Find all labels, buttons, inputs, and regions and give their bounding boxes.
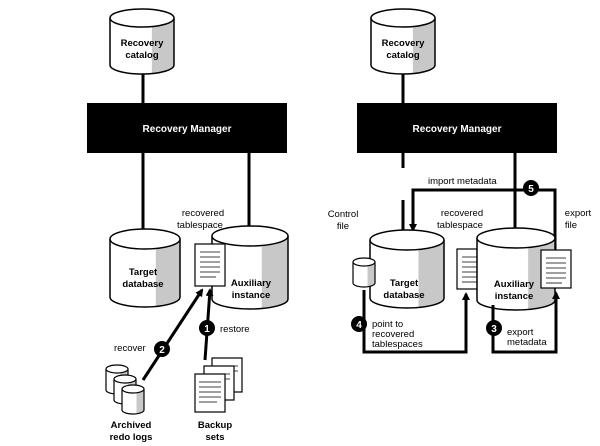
recovered-tablespace-label-2: tablespace bbox=[177, 220, 223, 231]
r-recovery-manager-label: Recovery Manager bbox=[413, 124, 502, 135]
point-to-label-1: point to bbox=[372, 319, 403, 330]
target-database-label-2: database bbox=[122, 279, 163, 290]
step-5-badge bbox=[523, 180, 539, 196]
target-database-cylinder: Target database bbox=[109, 228, 181, 308]
auxiliary-instance-label-2: instance bbox=[232, 290, 271, 301]
recovery-manager-box: Recovery Manager bbox=[87, 103, 287, 153]
point-to-label-3: tablespaces bbox=[372, 339, 423, 350]
step-3-number: 3 bbox=[491, 324, 497, 335]
backup-sets-icon bbox=[194, 357, 243, 413]
recovered-tablespace-label-1: recovered bbox=[182, 208, 224, 219]
left-diagram: Recovery catalog Recovery Manager Target… bbox=[87, 8, 289, 443]
r-target-database-label-2: database bbox=[383, 290, 424, 301]
point-to-label-2: recovered bbox=[372, 329, 414, 340]
target-database-label-1: Target bbox=[129, 267, 158, 278]
backup-sets-label-2: sets bbox=[205, 432, 224, 443]
export-metadata-label-2: metadata bbox=[507, 337, 547, 348]
archived-redo-logs-label-1: Archived bbox=[111, 420, 152, 431]
r-recovery-manager-box: Recovery Manager bbox=[357, 103, 557, 153]
step-4-number: 4 bbox=[356, 320, 362, 331]
import-metadata-arrow bbox=[409, 188, 557, 250]
recovered-tablespace-doc-icon bbox=[194, 243, 226, 287]
right-diagram: Recovery catalog Recovery Manager 5 impo… bbox=[328, 8, 592, 354]
auxiliary-instance-cylinder: Auxiliary instance bbox=[211, 225, 289, 310]
r-auxiliary-instance-label-2: instance bbox=[495, 291, 534, 302]
step-1-badge bbox=[199, 320, 215, 336]
step-3-badge bbox=[486, 320, 502, 336]
r-target-database-label-1: Target bbox=[390, 278, 419, 289]
recover-arrow bbox=[141, 288, 204, 381]
r-auxiliary-instance-cylinder: Auxiliary instance bbox=[476, 227, 556, 311]
restore-label: restore bbox=[220, 324, 250, 335]
import-metadata-label: import metadata bbox=[428, 176, 497, 187]
step-5-number: 5 bbox=[528, 184, 534, 195]
export-file-doc-icon bbox=[540, 249, 572, 289]
recovery-catalog-label-2: catalog bbox=[125, 50, 158, 61]
r-target-database-cylinder: Target database bbox=[369, 229, 445, 309]
archived-redo-logs-icon bbox=[105, 364, 145, 415]
r-recovery-catalog-label-2: catalog bbox=[386, 50, 419, 61]
control-file-label-1: Control bbox=[328, 209, 359, 220]
control-file-label-2: file bbox=[337, 221, 349, 232]
export-metadata-label-1: export bbox=[507, 327, 534, 338]
recovery-catalog-label-1: Recovery bbox=[121, 38, 164, 49]
archived-redo-logs-label-2: redo logs bbox=[110, 432, 153, 443]
r-auxiliary-instance-label-1: Auxiliary bbox=[494, 279, 535, 290]
step-4-badge bbox=[351, 316, 367, 332]
control-file-icon bbox=[352, 257, 376, 288]
r-recovery-catalog-label-1: Recovery bbox=[382, 38, 425, 49]
r-recovery-catalog-cylinder: Recovery catalog bbox=[370, 8, 436, 75]
r-recovered-tablespace-label-2: tablespace bbox=[437, 220, 483, 231]
r-recovered-tablespace-label-1: recovered bbox=[441, 208, 483, 219]
recover-label: recover bbox=[114, 343, 146, 354]
export-file-label-2: file bbox=[565, 220, 577, 231]
recovery-catalog-cylinder: Recovery catalog bbox=[109, 8, 175, 75]
step-2-badge bbox=[154, 341, 170, 357]
recovery-manager-label: Recovery Manager bbox=[143, 124, 232, 135]
step-2-number: 2 bbox=[159, 345, 165, 356]
export-file-label-1: export bbox=[565, 208, 592, 219]
auxiliary-instance-label-1: Auxiliary bbox=[231, 278, 272, 289]
backup-sets-label-1: Backup bbox=[198, 420, 233, 431]
step-1-number: 1 bbox=[204, 324, 210, 335]
